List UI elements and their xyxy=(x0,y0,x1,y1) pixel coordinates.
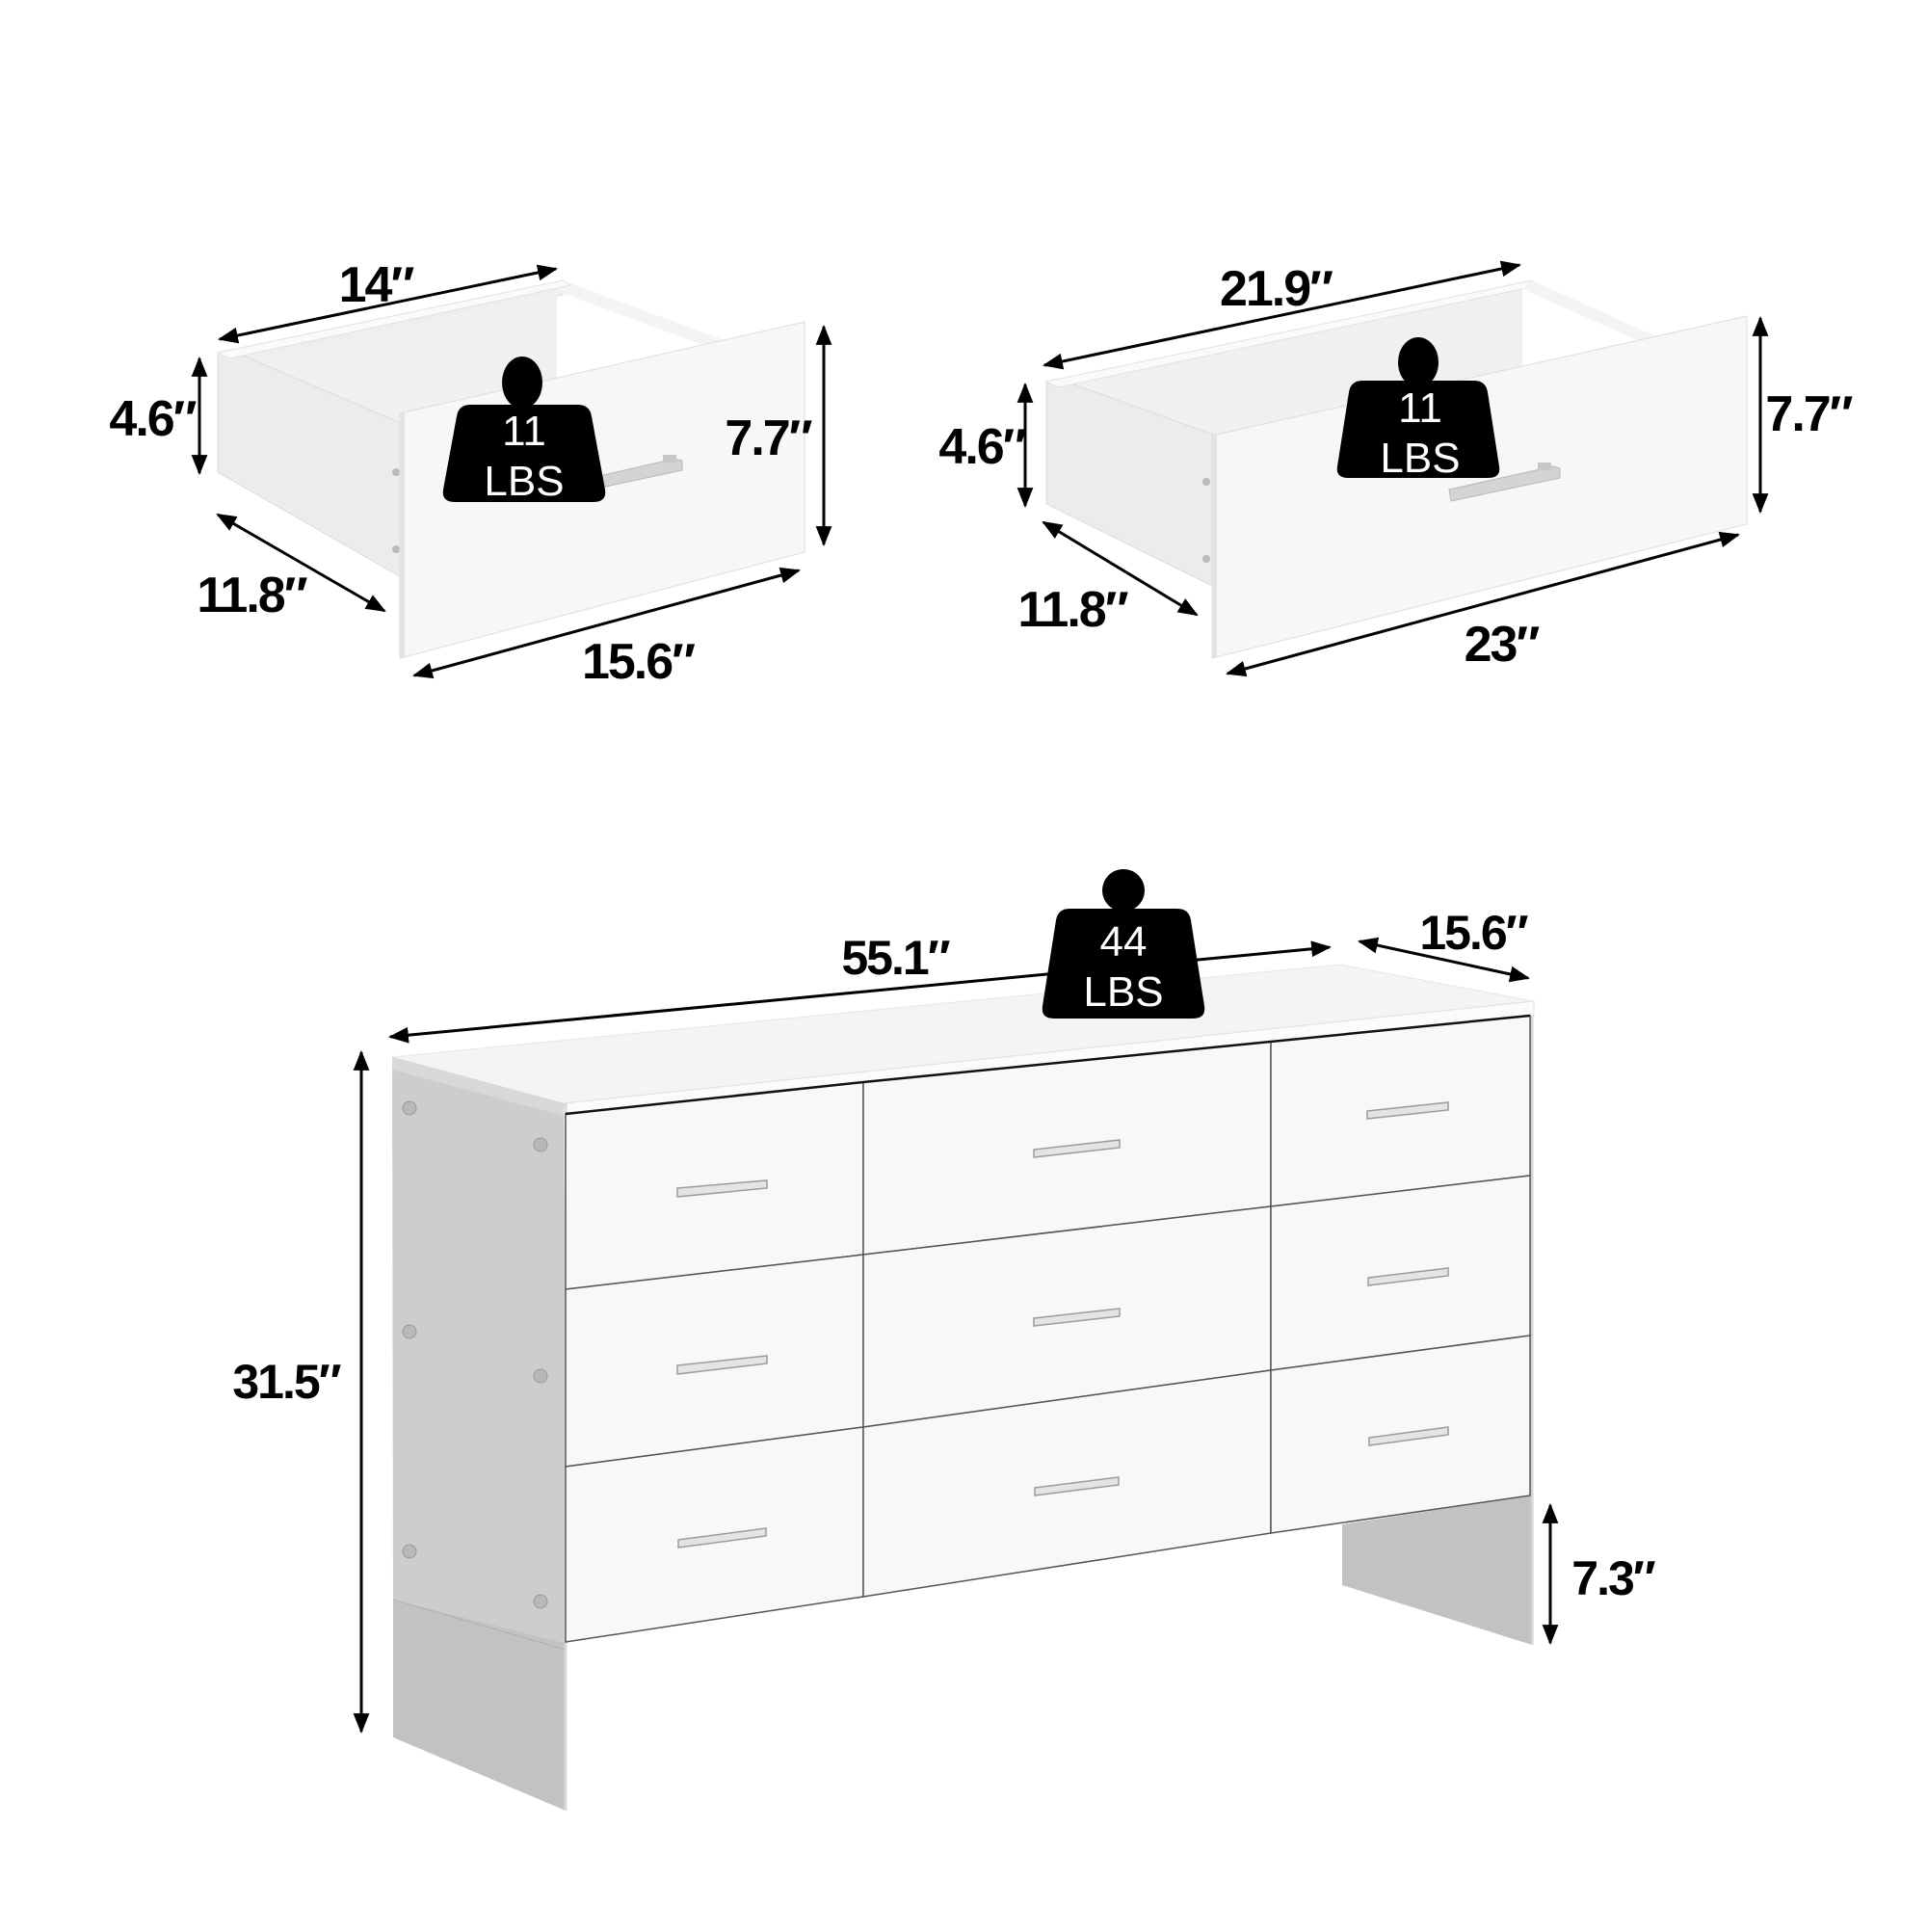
screw-icon xyxy=(1202,478,1210,486)
large-drawer-depth-label: 11.8″ xyxy=(1017,582,1128,638)
dresser-left-side-top-edge xyxy=(392,1057,564,1116)
dresser-right-leg xyxy=(1342,1495,1532,1645)
large-drawer-weight-icon xyxy=(1336,337,1500,478)
drawer-handle xyxy=(676,1355,768,1375)
small-drawer-front-width-label: 15.6″ xyxy=(581,634,696,690)
small-drawer-weight-icon xyxy=(442,357,606,502)
small-drawer-weight-value: 11 xyxy=(502,408,546,455)
small-drawer-weight-unit: LBS xyxy=(484,458,565,505)
screw-icon xyxy=(533,1368,548,1384)
large-drawer-back-width-label: 21.9″ xyxy=(1219,261,1333,317)
screw-icon xyxy=(402,1324,417,1339)
side-screws xyxy=(402,1100,548,1609)
drawer-handle xyxy=(1034,1476,1120,1496)
dresser-depth-label: 15.6″ xyxy=(1419,906,1528,960)
dresser-width-label: 55.1″ xyxy=(841,931,950,985)
screw-icon xyxy=(533,1594,548,1609)
dresser-depth-arrow xyxy=(1357,937,1531,983)
large-drawer-front-height-label: 7.7″ xyxy=(1765,386,1853,442)
drawer-handle xyxy=(1033,1308,1121,1327)
small-drawer-front-width-arrow xyxy=(411,567,802,679)
screw-icon xyxy=(392,468,400,476)
small-drawer-back-width-label: 14″ xyxy=(338,257,415,313)
drawer-handle xyxy=(1033,1139,1121,1158)
large-drawer-right-inner-side xyxy=(1522,280,1667,347)
drawer-top-line xyxy=(565,1014,1531,1116)
dresser-leg-clearance-label: 7.3″ xyxy=(1571,1551,1655,1605)
small-drawer-front-edge xyxy=(400,411,405,658)
small-drawer-back-width-arrow xyxy=(217,264,559,344)
dresser-left-side-panel xyxy=(392,1057,566,1643)
screw-icon xyxy=(1202,555,1210,563)
screw-icon xyxy=(402,1100,417,1116)
large-drawer-front-edge xyxy=(1212,434,1217,658)
drawer-handles xyxy=(676,1101,1449,1548)
large-drawer-dimensions xyxy=(1016,260,1769,677)
handle-post xyxy=(1538,463,1551,470)
large-drawer-weight-unit: LBS xyxy=(1380,435,1461,482)
dresser-illustration xyxy=(391,964,1535,1811)
small-drawer-depth-arrow xyxy=(216,513,386,613)
dresser-weight-icon xyxy=(1042,869,1205,1019)
small-drawer-dimensions xyxy=(191,264,832,679)
small-drawer-right-inner-side xyxy=(557,280,732,349)
large-drawer-side-height-label: 4.6″ xyxy=(938,419,1026,475)
small-drawer-side-height-label: 4.6″ xyxy=(109,391,197,447)
small-drawer-front-height-label: 7.7″ xyxy=(725,410,812,466)
screw-icon xyxy=(392,545,400,553)
screw-icon xyxy=(533,1137,548,1152)
dresser-weight-value: 44 xyxy=(1099,918,1148,966)
drawer-handle xyxy=(1368,1426,1449,1446)
dresser-weight-unit: LBS xyxy=(1083,968,1164,1016)
dresser-left-leg xyxy=(393,1600,566,1811)
drawer-handle xyxy=(677,1527,767,1548)
large-drawer-weight-value: 11 xyxy=(1398,384,1442,432)
drawer-handle xyxy=(1367,1267,1449,1286)
handle-post xyxy=(663,455,676,463)
large-drawer-back-width-arrow xyxy=(1042,260,1522,370)
large-drawer-depth-arrow xyxy=(1042,520,1199,617)
drawer-handle xyxy=(1366,1101,1449,1120)
large-drawer-front-width-arrow xyxy=(1225,531,1741,677)
leg-seam xyxy=(392,1599,567,1651)
dresser-height-label: 31.5″ xyxy=(232,1355,341,1409)
screw-icon xyxy=(402,1544,417,1559)
large-drawer-handle xyxy=(1448,465,1561,502)
large-drawer-front-width-label: 23″ xyxy=(1464,617,1541,673)
drawer-handle xyxy=(676,1179,768,1198)
small-drawer-depth-label: 11.8″ xyxy=(197,568,307,623)
